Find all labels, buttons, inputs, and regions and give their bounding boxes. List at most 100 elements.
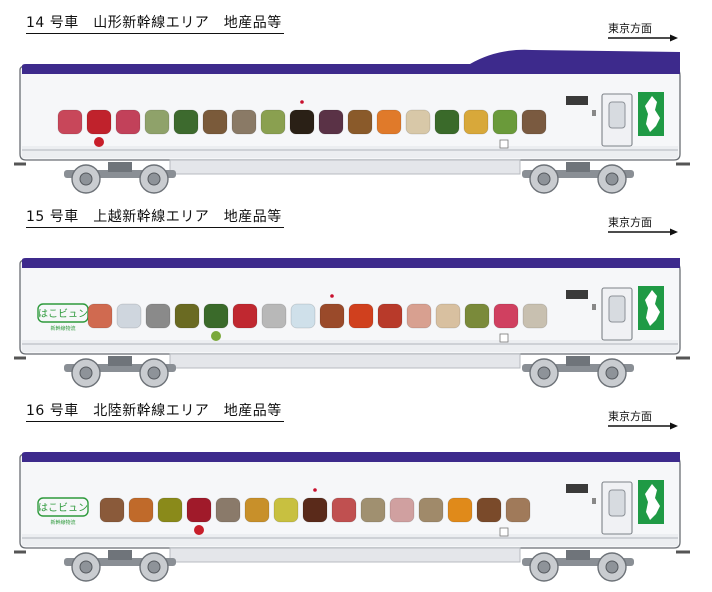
label-plate <box>499 333 509 343</box>
produce-tile <box>290 303 316 329</box>
produce-tile <box>331 497 357 523</box>
produce-tile <box>505 497 531 523</box>
produce-tile <box>244 497 270 523</box>
produce-tile <box>434 109 460 135</box>
map-outline <box>645 484 660 520</box>
wheel <box>139 552 169 582</box>
direction-label: 東京方面 <box>608 216 652 229</box>
produce-tile <box>203 303 229 329</box>
direction-label: 東京方面 <box>608 22 652 35</box>
produce-tile <box>376 109 402 135</box>
lower-skirt <box>22 340 678 352</box>
destination-panel <box>566 290 588 299</box>
wheel <box>71 358 101 388</box>
produce-tile <box>145 303 171 329</box>
produce-tile <box>261 303 287 329</box>
wheel <box>71 552 101 582</box>
produce-tile <box>521 109 547 135</box>
direction-label: 東京方面 <box>608 410 652 423</box>
logo-subtext: 新幹線物流 <box>50 325 75 332</box>
roof-band <box>22 452 680 462</box>
wheel <box>597 164 627 194</box>
roof-band <box>22 49 680 74</box>
logo-subtext: 新幹線物流 <box>50 519 75 526</box>
car-section-15: 15 号車 上越新幹線エリア 地産品等 東京方面 はこビュン新幹線物流 <box>0 206 712 398</box>
produce-tile <box>116 303 142 329</box>
produce-tile <box>377 303 403 329</box>
handle <box>592 304 596 310</box>
direction-indicator: 東京方面 <box>608 408 680 432</box>
car-title: 15 号車 上越新幹線エリア 地産品等 <box>26 206 284 228</box>
car-title: 16 号車 北陸新幹線エリア 地産品等 <box>26 400 284 422</box>
produce-tile <box>273 497 299 523</box>
underfloor-equipment <box>169 547 521 563</box>
door-window <box>608 489 626 517</box>
produce-tile <box>318 109 344 135</box>
produce-tile <box>86 109 112 135</box>
fruit-decoration <box>211 331 221 341</box>
wheel <box>139 358 169 388</box>
arrow-right-icon <box>608 422 678 430</box>
wheel <box>139 164 169 194</box>
direction-indicator: 東京方面 <box>608 214 680 238</box>
handle <box>592 110 596 116</box>
produce-tile <box>360 497 386 523</box>
produce-tile <box>215 497 241 523</box>
wheel <box>71 164 101 194</box>
produce-tile <box>418 497 444 523</box>
car-section-16: 16 号車 北陸新幹線エリア 地産品等 東京方面 はこビュン新幹線物流 <box>0 400 712 592</box>
produce-tile <box>464 303 490 329</box>
produce-tile <box>406 303 432 329</box>
wheel <box>529 164 559 194</box>
produce-tile <box>435 303 461 329</box>
produce-tile <box>405 109 431 135</box>
car-title: 14 号車 山形新幹線エリア 地産品等 <box>26 12 284 34</box>
produce-tile <box>476 497 502 523</box>
produce-tile <box>231 109 257 135</box>
produce-tile <box>157 497 183 523</box>
wheel <box>597 552 627 582</box>
map-outline <box>645 290 660 326</box>
logo-text: はこビュン <box>38 308 88 320</box>
produce-tile <box>260 109 286 135</box>
roof-band <box>22 258 680 268</box>
label-plate <box>499 139 509 149</box>
produce-tile <box>347 109 373 135</box>
wheel <box>529 358 559 388</box>
produce-tile <box>173 109 199 135</box>
underfloor-equipment <box>169 353 521 369</box>
destination-panel <box>566 484 588 493</box>
produce-tile <box>99 497 125 523</box>
logo-frame <box>37 497 89 517</box>
produce-tile <box>115 109 141 135</box>
produce-tile <box>463 109 489 135</box>
wheel <box>597 358 627 388</box>
produce-tile <box>144 109 170 135</box>
lower-skirt <box>22 534 678 546</box>
handle <box>592 498 596 504</box>
produce-tile <box>232 303 258 329</box>
arrow-right-icon <box>608 228 678 236</box>
produce-tile <box>174 303 200 329</box>
produce-tile <box>128 497 154 523</box>
produce-tile <box>522 303 548 329</box>
destination-panel <box>566 96 588 105</box>
produce-tile <box>447 497 473 523</box>
door-window <box>608 295 626 323</box>
produce-tile <box>186 497 212 523</box>
map-outline <box>645 96 660 132</box>
accent-dot <box>313 488 317 492</box>
door-window <box>608 101 626 129</box>
underfloor-equipment <box>169 159 521 175</box>
produce-tile <box>389 497 415 523</box>
produce-tile <box>202 109 228 135</box>
fruit-decoration <box>194 525 204 535</box>
fruit-decoration <box>94 137 104 147</box>
produce-tile <box>302 497 328 523</box>
produce-tile <box>57 109 83 135</box>
label-plate <box>499 527 509 537</box>
arrow-right-icon <box>608 34 678 42</box>
